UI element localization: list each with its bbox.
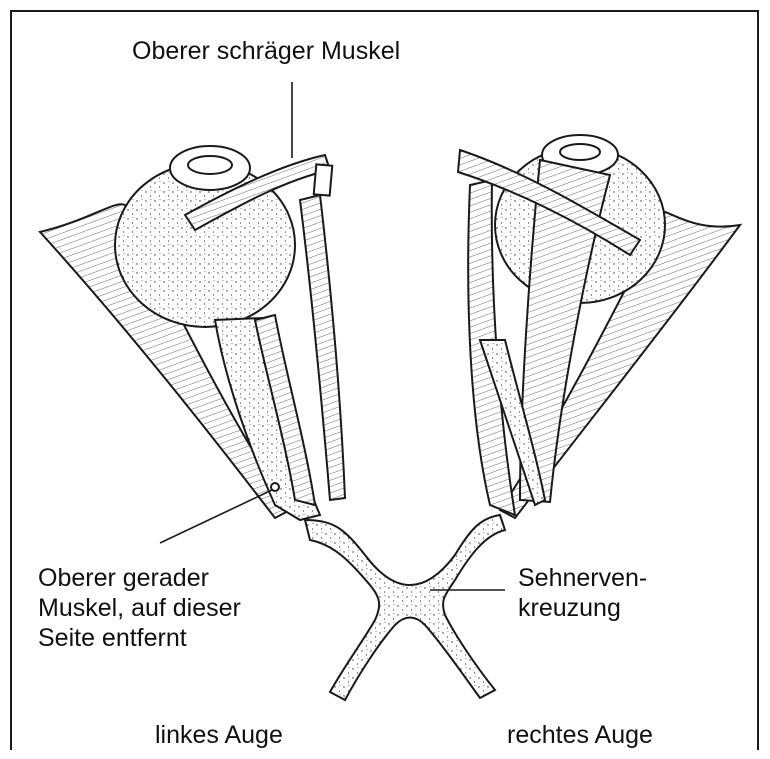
label-chiasm: Sehnerven- kreuzung (518, 563, 647, 623)
label-superior-rectus: Oberer gerader Muskel, auf dieser Seite … (38, 563, 241, 653)
leader-superior-rectus (160, 490, 272, 543)
label-superior-rectus-line2: Muskel, auf dieser (38, 593, 241, 623)
cut-superior-rectus-marker (271, 483, 279, 491)
label-superior-rectus-line3: Seite entfernt (38, 623, 241, 653)
right-eye-group (458, 135, 740, 518)
label-superior-rectus-line1: Oberer gerader (38, 563, 241, 593)
label-left-eye: linkes Auge (155, 720, 283, 750)
left-eye-group (40, 146, 345, 520)
label-chiasm-line1: Sehnerven- (518, 563, 647, 593)
label-chiasm-line2: kreuzung (518, 593, 647, 623)
label-right-eye: rechtes Auge (507, 720, 653, 750)
label-superior-oblique: Oberer schräger Muskel (132, 36, 400, 66)
optic-chiasm (305, 515, 505, 700)
